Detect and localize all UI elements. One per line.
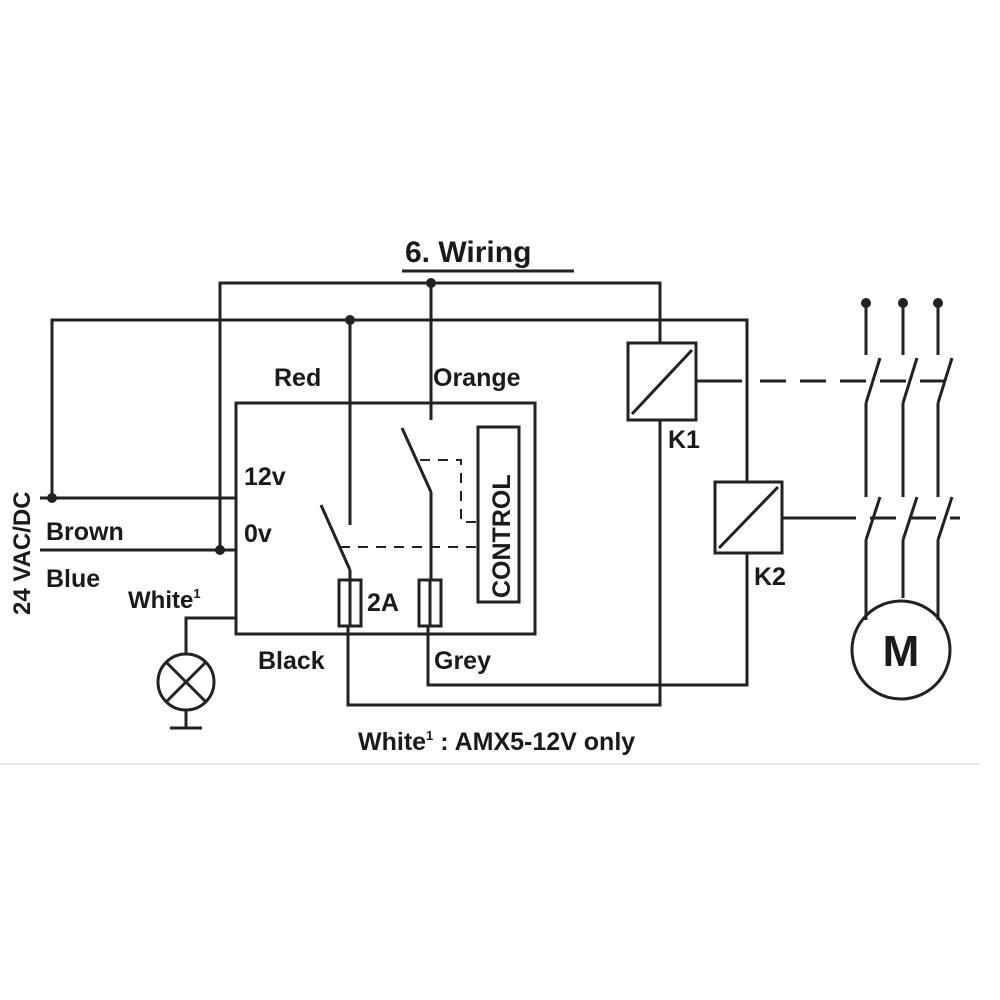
lamp-icon xyxy=(156,616,236,728)
terminal-0v-label: 0v xyxy=(244,520,272,548)
motor-label: M xyxy=(883,627,920,676)
relay-k2 xyxy=(713,480,830,555)
control-linkage xyxy=(340,459,478,548)
top-bus-wires xyxy=(50,281,749,550)
output-wires xyxy=(346,420,749,707)
blue-label: Blue xyxy=(46,565,100,593)
fuse-left xyxy=(337,578,363,628)
supply-voltage-label: 24 VAC/DC xyxy=(9,491,36,615)
brown-label: Brown xyxy=(46,518,124,546)
orange-contact xyxy=(400,283,433,580)
orange-label: Orange xyxy=(433,364,521,392)
control-label: CONTROL xyxy=(488,474,516,598)
red-contact xyxy=(319,320,352,580)
three-phase-contacts xyxy=(861,298,954,620)
control-box xyxy=(476,425,521,604)
module-box xyxy=(234,401,537,636)
junction-dots xyxy=(47,278,436,555)
red-label: Red xyxy=(274,364,321,392)
footnote: White1 : AMX5-12V only xyxy=(358,728,635,756)
diagram-title: 6. Wiring xyxy=(405,236,531,269)
terminal-12v-label: 12v xyxy=(244,463,286,491)
fuse-right xyxy=(417,578,443,628)
k1-label: K1 xyxy=(668,426,700,454)
relay-k1 xyxy=(626,341,742,422)
k2-label: K2 xyxy=(754,563,786,591)
motor-icon xyxy=(850,599,952,701)
white-label: White1 xyxy=(128,586,201,614)
black-label: Black xyxy=(258,647,325,675)
fuse-label: 2A xyxy=(367,589,399,617)
grey-label: Grey xyxy=(434,647,491,675)
